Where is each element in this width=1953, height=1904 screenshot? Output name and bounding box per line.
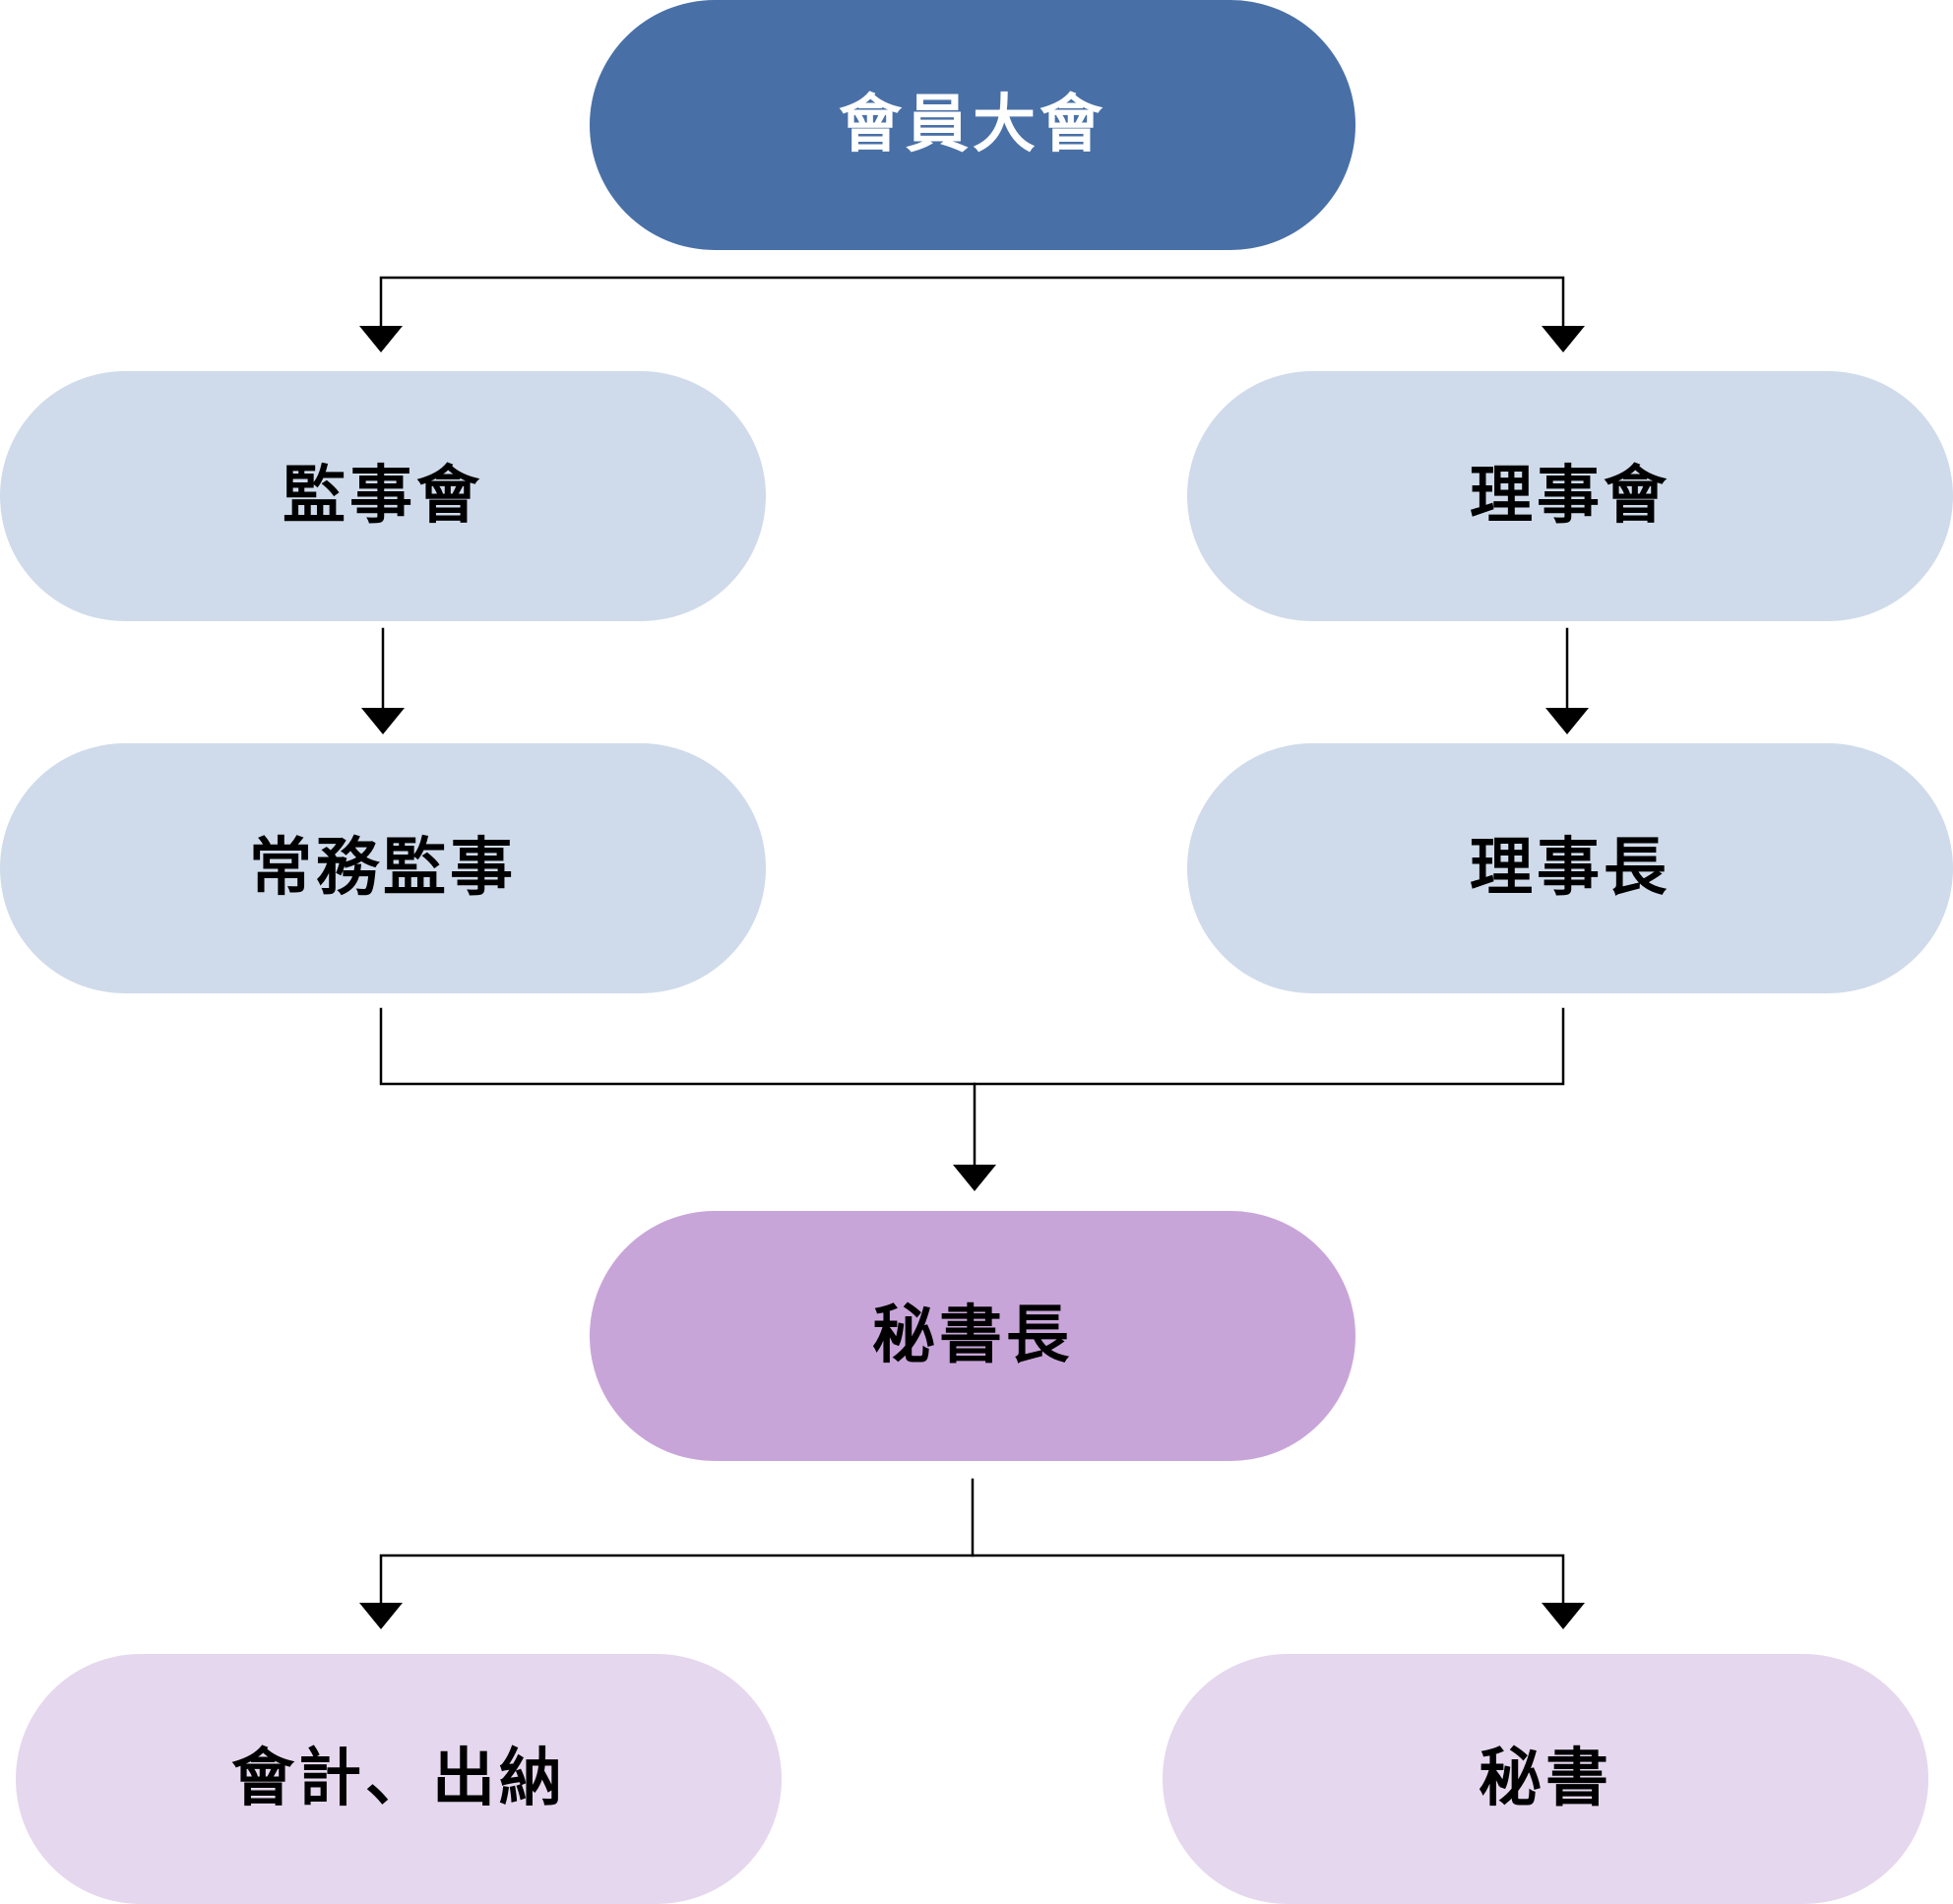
node-accounting-cashier: 會計、出納 bbox=[16, 1654, 782, 1904]
node-label: 秘書 bbox=[1479, 1743, 1612, 1815]
node-secretary: 秘書 bbox=[1163, 1654, 1928, 1904]
node-label: 常務監事 bbox=[249, 832, 517, 905]
node-secretary-general: 秘書長 bbox=[590, 1211, 1355, 1461]
arrowhead bbox=[1545, 708, 1589, 734]
arrowhead bbox=[1542, 1603, 1585, 1629]
arrowhead bbox=[359, 326, 403, 352]
node-supervisory-board: 監事會 bbox=[0, 371, 766, 621]
node-label: 秘書長 bbox=[872, 1300, 1073, 1372]
arrowhead bbox=[953, 1165, 996, 1191]
node-label: 監事會 bbox=[283, 460, 483, 533]
node-board-of-directors: 理事會 bbox=[1187, 371, 1953, 621]
edge-secretary-general-split bbox=[379, 1554, 1565, 1607]
edge-merge-to-secretary-general bbox=[379, 1007, 1565, 1086]
arrowhead bbox=[361, 708, 405, 734]
node-label: 會計、出納 bbox=[231, 1743, 566, 1815]
node-label: 會員大會 bbox=[839, 89, 1106, 161]
node-members-assembly: 會員大會 bbox=[590, 0, 1355, 250]
node-label: 理事長 bbox=[1470, 832, 1670, 905]
node-chairman: 理事長 bbox=[1187, 743, 1953, 993]
edge-assembly-to-boards bbox=[379, 276, 1565, 330]
arrowhead bbox=[359, 1603, 403, 1629]
arrowhead bbox=[1542, 326, 1585, 352]
node-label: 理事會 bbox=[1470, 460, 1670, 533]
node-standing-supervisor: 常務監事 bbox=[0, 743, 766, 993]
